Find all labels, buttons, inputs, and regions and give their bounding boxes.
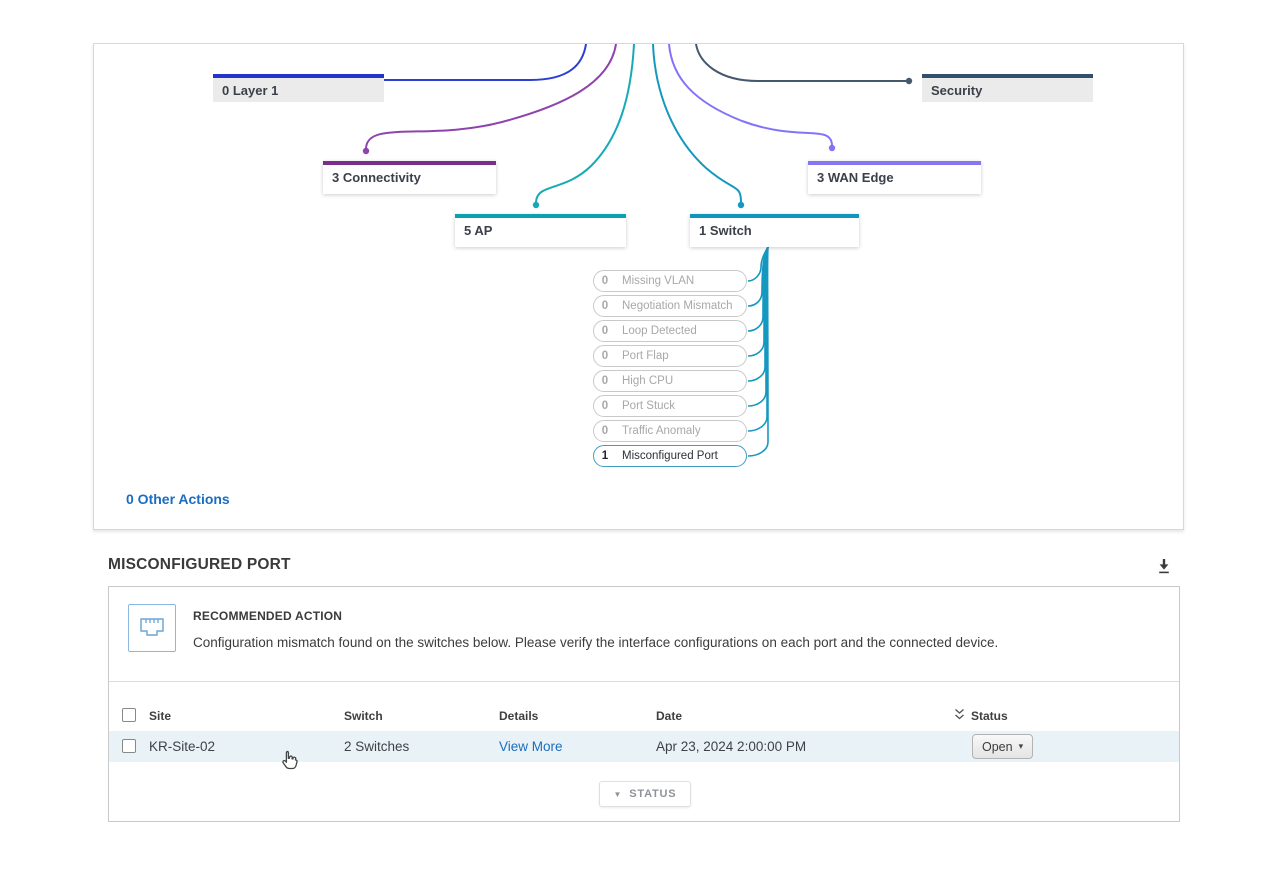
issue-label: Traffic Anomaly: [622, 425, 701, 437]
node-security[interactable]: Security: [922, 74, 1093, 102]
download-icon: [1159, 559, 1169, 574]
issue-count: 0: [601, 300, 609, 312]
issue-pill-loop-detected[interactable]: 0 Loop Detected: [593, 320, 747, 342]
row-status-value: Open: [982, 739, 1013, 754]
download-button[interactable]: [1156, 558, 1174, 576]
issue-label: Negotiation Mismatch: [622, 300, 733, 312]
other-actions-link[interactable]: 0 Other Actions: [126, 491, 230, 507]
issue-pill-high-cpu[interactable]: 0 High CPU: [593, 370, 747, 392]
issue-count: 0: [601, 275, 609, 287]
issue-label: High CPU: [622, 375, 674, 387]
node-layer-1-label: 0 Layer 1: [222, 83, 279, 98]
column-header-date: Date: [656, 709, 683, 723]
column-header-switch: Switch: [344, 709, 383, 723]
recommended-action-text: Configuration mismatch found on the swit…: [193, 635, 999, 650]
issue-label: Misconfigured Port: [622, 450, 718, 462]
issue-count: 0: [601, 400, 609, 412]
divider: [109, 681, 1179, 682]
ethernet-port-icon: [140, 618, 164, 636]
node-wan-edge[interactable]: 3 WAN Edge: [808, 161, 981, 194]
row-checkbox[interactable]: [122, 739, 136, 753]
issue-count: 0: [601, 350, 609, 362]
issue-count: 0: [601, 425, 609, 437]
node-ap-label: 5 AP: [464, 223, 493, 238]
cell-date: Apr 23, 2024 2:00:00 PM: [656, 739, 807, 754]
node-wan-edge-label: 3 WAN Edge: [817, 170, 894, 185]
issue-pill-misconfigured-port[interactable]: 1 Misconfigured Port: [593, 445, 747, 467]
issue-label: Port Stuck: [622, 400, 676, 412]
node-switch[interactable]: 1 Switch: [690, 214, 859, 247]
table-row[interactable]: KR-Site-02 2 Switches View More Apr 23, …: [109, 731, 1179, 762]
recommended-action-heading: RECOMMENDED ACTION: [193, 609, 343, 623]
node-ap[interactable]: 5 AP: [455, 214, 626, 247]
actions-diagram-panel: 0 Layer 1 Security 3 Connectivity 3 WAN …: [93, 43, 1184, 530]
issue-label: Loop Detected: [622, 325, 697, 337]
node-connectivity-label: 3 Connectivity: [332, 170, 421, 185]
select-all-checkbox[interactable]: [122, 708, 136, 722]
column-header-status: Status: [971, 709, 1008, 723]
misconfigured-port-card: RECOMMENDED ACTION Configuration mismatc…: [108, 586, 1180, 822]
view-more-link[interactable]: View More: [499, 739, 563, 754]
node-layer-1[interactable]: 0 Layer 1: [213, 74, 384, 102]
issue-pill-negotiation-mismatch[interactable]: 0 Negotiation Mismatch: [593, 295, 747, 317]
detail-section-title: MISCONFIGURED PORT: [108, 556, 291, 573]
recommended-action-icon-box: [128, 604, 176, 652]
issue-label: Port Flap: [622, 350, 669, 362]
issue-pill-port-flap[interactable]: 0 Port Flap: [593, 345, 747, 367]
caret-down-icon: ▼: [613, 789, 623, 799]
node-connectivity[interactable]: 3 Connectivity: [323, 161, 496, 194]
issue-pill-port-stuck[interactable]: 0 Port Stuck: [593, 395, 747, 417]
node-security-label: Security: [931, 83, 983, 98]
issue-count: 0: [601, 375, 609, 387]
row-status-dropdown[interactable]: Open ▾: [972, 734, 1034, 759]
issue-count: 0: [601, 325, 609, 337]
column-header-site: Site: [149, 709, 172, 723]
cell-switch: 2 Switches: [344, 739, 410, 754]
issue-count: 1: [601, 450, 609, 462]
status-sort-icon[interactable]: [954, 708, 965, 726]
status-filter-label: STATUS: [629, 788, 677, 800]
node-switch-label: 1 Switch: [699, 223, 752, 238]
column-header-details: Details: [499, 709, 539, 723]
caret-down-icon: ▾: [1018, 741, 1024, 751]
action-tree-curves: [362, 44, 913, 457]
issue-label: Missing VLAN: [622, 275, 695, 287]
issue-pill-missing-vlan[interactable]: 0 Missing VLAN: [593, 270, 747, 292]
cell-site: KR-Site-02: [149, 739, 216, 754]
issue-pill-traffic-anomaly[interactable]: 0 Traffic Anomaly: [593, 420, 747, 442]
status-filter-button[interactable]: ▼ STATUS: [599, 781, 691, 807]
